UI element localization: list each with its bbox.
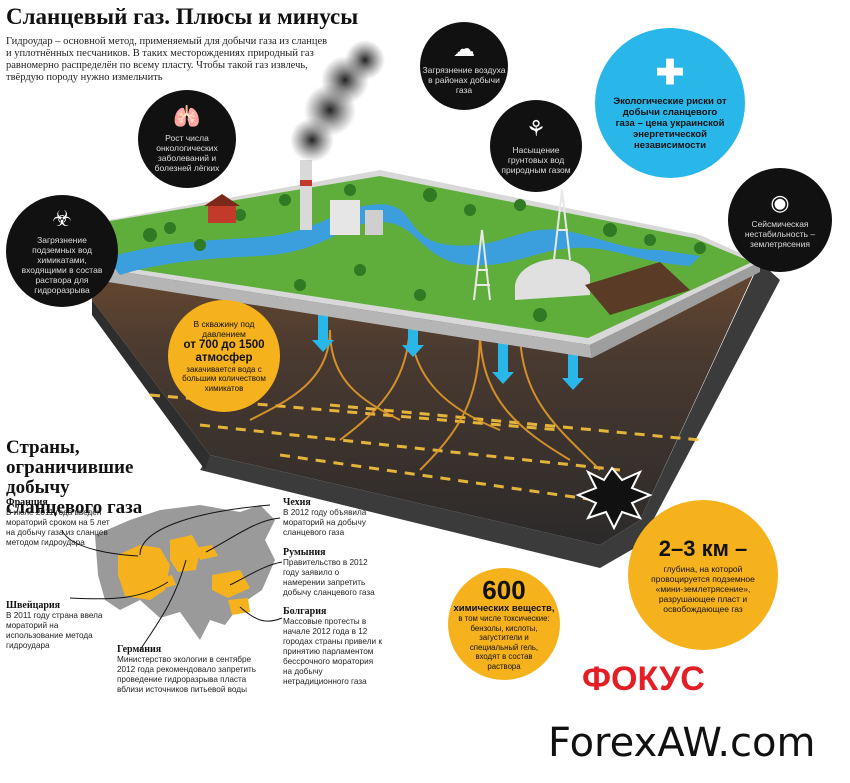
country-romania: Румыния Правительство в 2012 году заявил… — [283, 547, 383, 598]
chemicals-title: химических веществ, — [453, 603, 555, 614]
biohazard-icon: ☣ — [52, 206, 72, 231]
gas-plant — [300, 160, 383, 235]
country-name: Франция — [6, 497, 48, 508]
country-germany: Германия Министерство экологии в сентябр… — [117, 644, 267, 695]
ecological-risk-bubble: ✚ Экологические риски от добычи сланцево… — [595, 28, 745, 178]
lungs-text: Рост числа онкологических заболеваний и … — [154, 133, 220, 173]
country-france: Франция В июле 2011 года введён моратори… — [6, 497, 116, 548]
intro-text: Гидроудар – основной метод, применяемый … — [6, 36, 328, 83]
seismic-icon: ◉ — [770, 190, 790, 215]
map-leader-lines — [61, 504, 283, 651]
seismic-text: Сейсмическая нестабильность – землетрясе… — [744, 219, 816, 249]
injection-arrows — [312, 300, 584, 390]
chemicals-text: в том числе токсические: бензолы, кислот… — [458, 614, 550, 671]
depth-value: 2–3 км – — [658, 535, 748, 561]
depth-bubble: 2–3 км – глубина, на которой провоцирует… — [628, 500, 778, 650]
map-france — [118, 545, 170, 600]
depth-text: глубина, на которой провоцируется подзем… — [651, 563, 755, 614]
country-switzerland: Швейцария В 2011 году страна ввела морат… — [6, 600, 106, 651]
air-pollution-bubble: ☁ Загрязнение воздуха в районах добычи г… — [420, 22, 508, 110]
country-text: Массовые протесты в начале 2012 года в 1… — [283, 617, 382, 686]
fish-skeleton-icon: ⚘ — [526, 116, 546, 141]
country-name: Чехия — [283, 497, 311, 508]
country-czechia: Чехия В 2012 году объявила мораторий на … — [283, 497, 383, 538]
lungs-bubble: 🫁 Рост числа онкологических заболеваний … — [138, 90, 236, 188]
surface-platform — [98, 40, 760, 358]
country-text: Правительство в 2012 году заявило о наме… — [283, 558, 375, 597]
pressure-value: от 700 до 1500 атмосфер — [183, 338, 265, 364]
hangar — [515, 258, 590, 300]
biohazard-text: Загрязнение подземных вод химикатами, вх… — [21, 235, 103, 295]
groundwater-gas-bubble: ⚘ Насыщение грунтовых вод природным газо… — [490, 100, 582, 192]
country-text: В 2012 году объявила мораторий на добычу… — [283, 508, 367, 537]
watermark: ForexAW.com — [548, 720, 816, 766]
country-name: Болгария — [283, 606, 327, 617]
country-text: Министерство экологии в сентябре 2012 го… — [117, 655, 257, 694]
ecological-risk-text: Экологические риски от добычи сланцевого… — [613, 95, 727, 151]
pressure-bubble: В скважину под давлением от 700 до 1500 … — [168, 300, 280, 412]
drilling-rigs — [473, 189, 571, 301]
air-pollution-text: Загрязнение воздуха в районах добычи газ… — [422, 65, 506, 95]
brand-logo: ФОКУС — [582, 660, 705, 698]
biohazard-bubble: ☣ Загрязнение подземных вод химикатами, … — [6, 195, 118, 307]
chemicals-count: 600 — [482, 575, 526, 605]
pressure-intro: В скважину под давлением — [193, 318, 255, 339]
chemicals-bubble: 600 химических веществ, в том числе токс… — [448, 568, 560, 680]
seismic-bubble: ◉ Сейсмическая нестабильность – землетря… — [728, 168, 832, 272]
groundwater-gas-text: Насыщение грунтовых вод природным газом — [501, 145, 571, 175]
cloud-icon: ☁ — [453, 36, 475, 61]
country-name: Румыния — [283, 547, 326, 558]
country-name: Германия — [117, 644, 162, 655]
country-bulgaria: Болгария Массовые протесты в начале 2012… — [283, 606, 383, 687]
waste-pit — [585, 262, 690, 315]
house — [204, 194, 240, 223]
page-title: Сланцевый газ. Плюсы и минусы — [6, 4, 359, 29]
pressure-description: закачивается вода с большим количеством … — [182, 364, 266, 393]
explosion-burst — [575, 466, 653, 531]
country-name: Швейцария — [6, 600, 61, 611]
plus-icon: ✚ — [655, 53, 685, 92]
country-text: В июле 2011 года введён мораторий сроком… — [6, 508, 110, 547]
country-text: В 2011 году страна ввела мораторий на ис… — [6, 611, 103, 650]
lungs-icon: 🫁 — [173, 104, 201, 129]
smoke — [290, 40, 385, 162]
map-germany — [170, 535, 200, 572]
countries-heading: Страны, ограничившие добычу сланцевого г… — [6, 437, 143, 518]
europe-map — [95, 505, 275, 640]
